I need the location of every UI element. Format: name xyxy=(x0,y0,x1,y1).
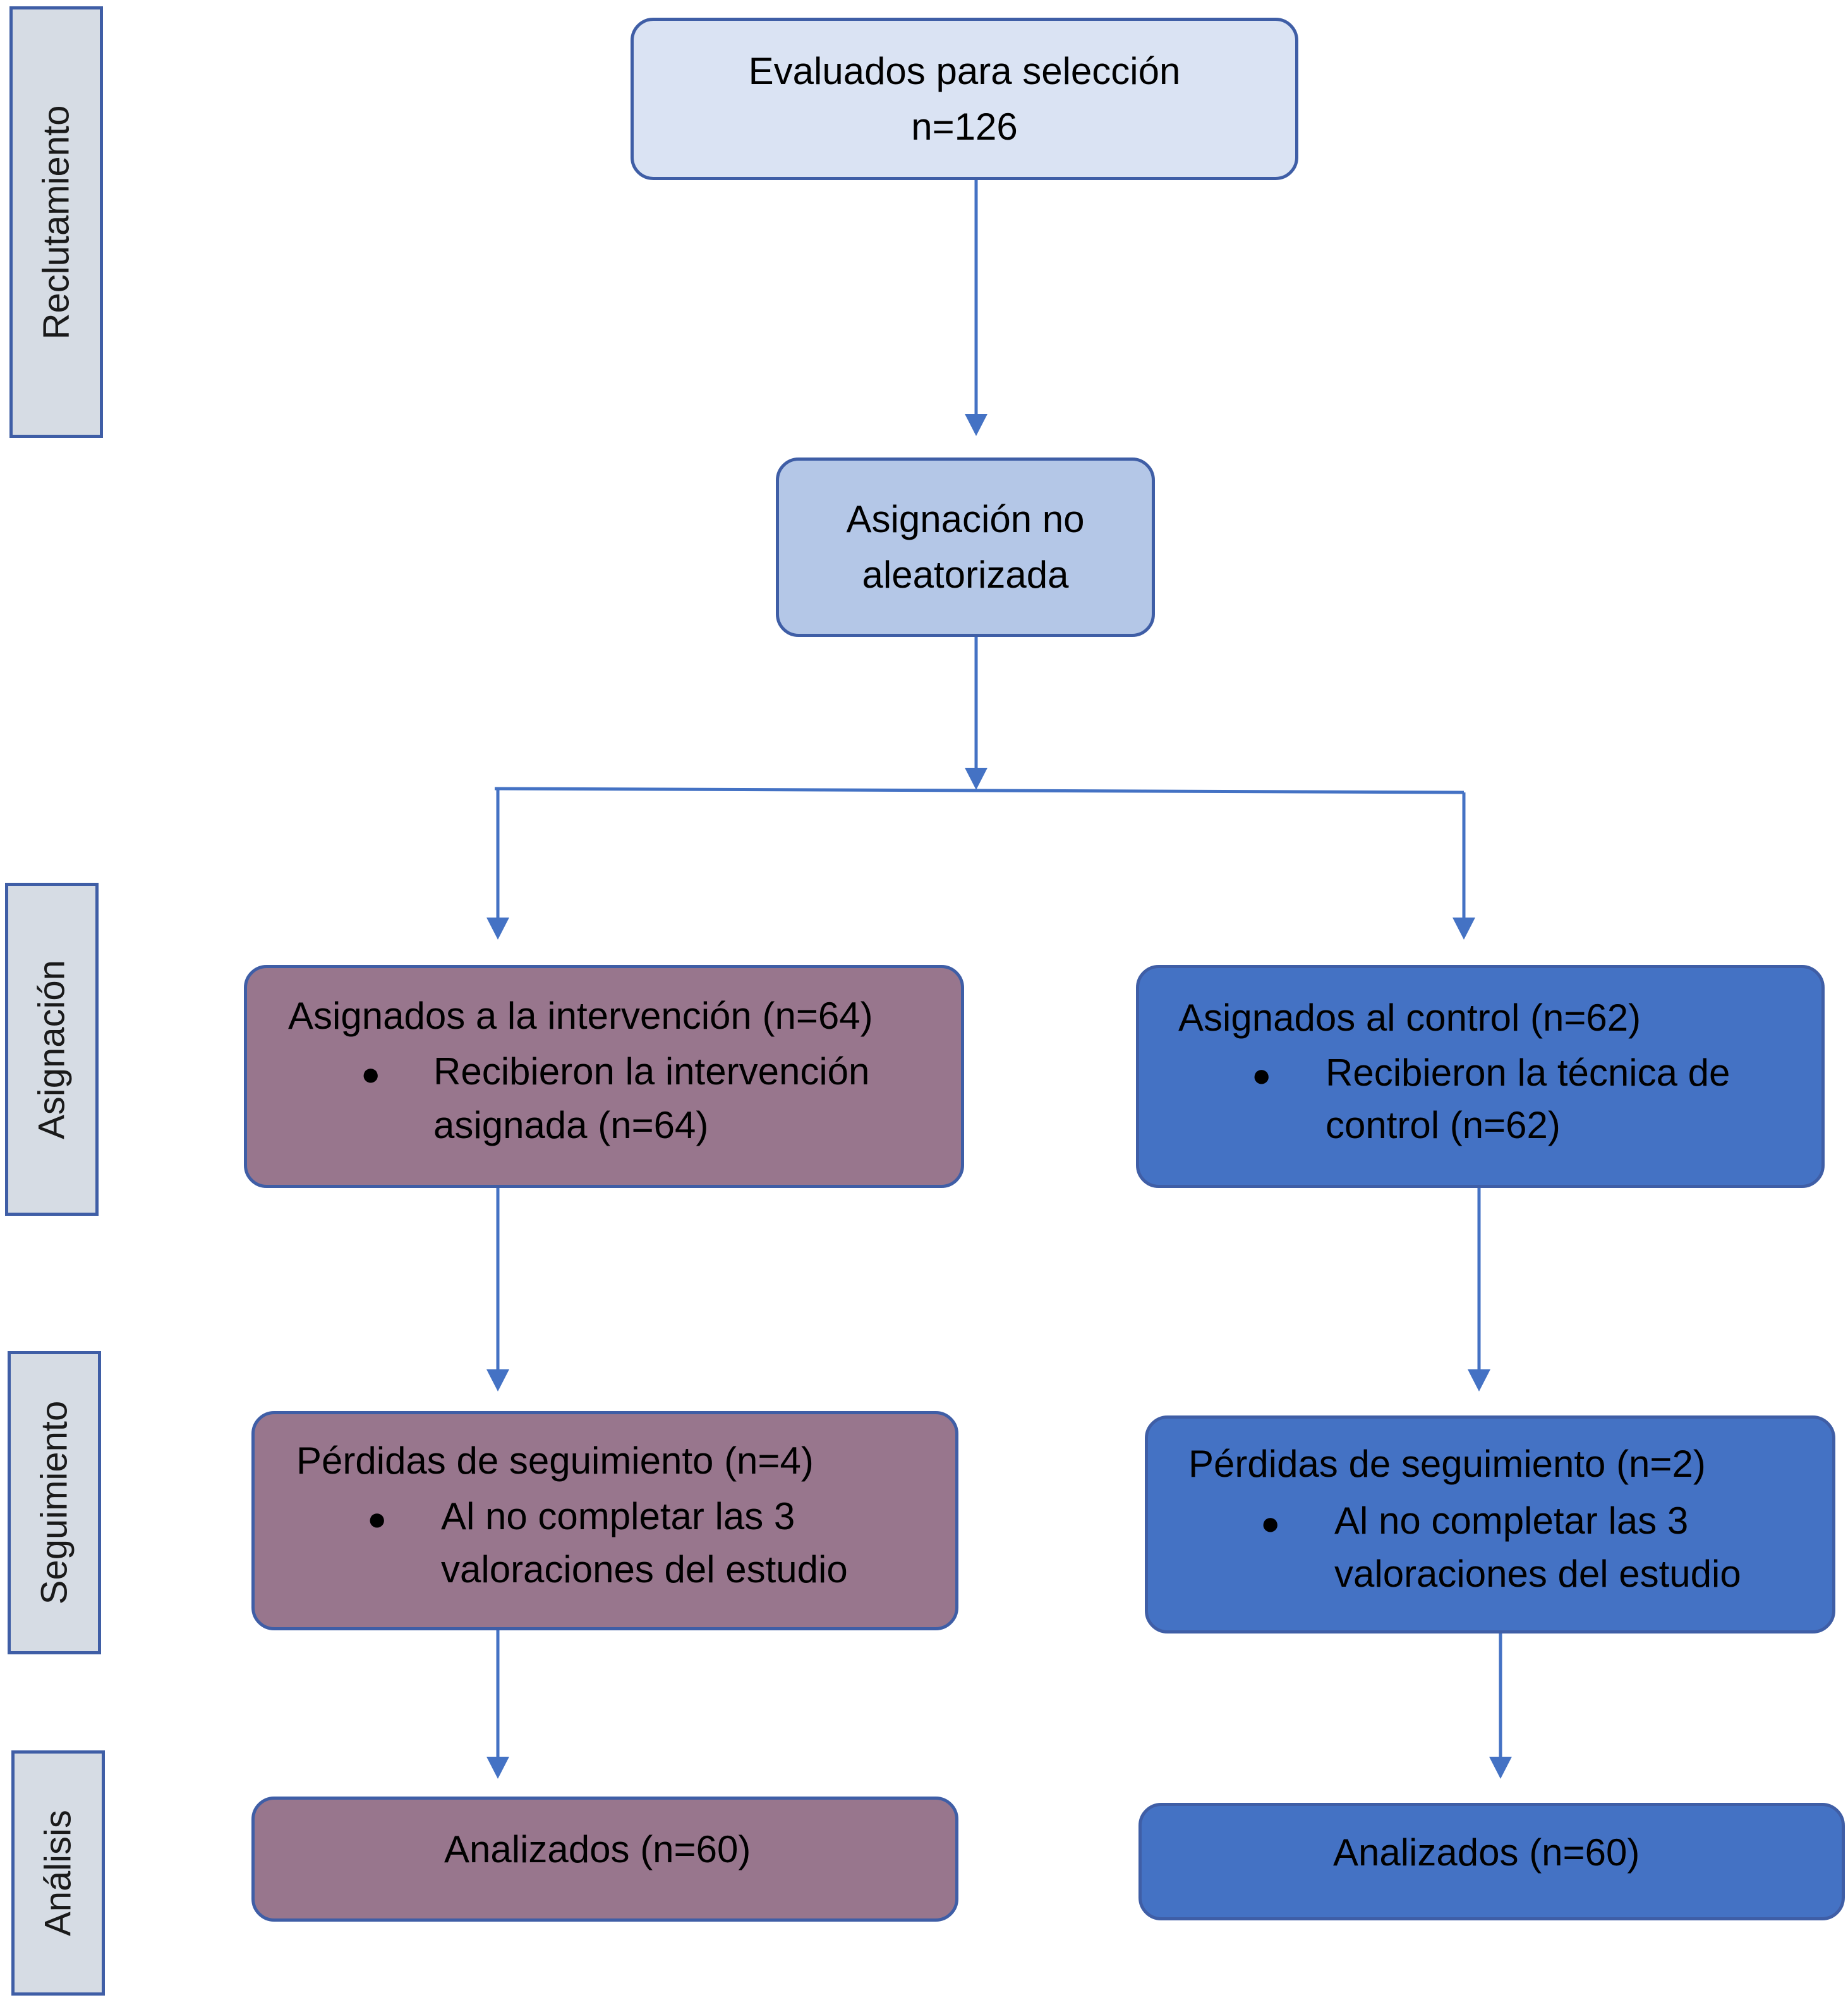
arrowhead-2 xyxy=(965,768,987,790)
stage-label-followup: Seguimiento xyxy=(8,1351,101,1654)
loss-intervention-bullet-line2: valoraciones del estudio xyxy=(441,1548,848,1591)
arrowhead-4 xyxy=(1452,918,1475,940)
intervention-assigned-box: Asignados a la intervención (n=64) ● Rec… xyxy=(244,965,964,1188)
analyzed-control-box: Analizados (n=60) xyxy=(1138,1803,1845,1920)
analyzed-intervention-box: Analizados (n=60) xyxy=(251,1797,958,1922)
loss-intervention-title: Pérdidas de seguimiento (n=4) xyxy=(296,1439,814,1482)
loss-control-bullet-line2: valoraciones del estudio xyxy=(1334,1553,1741,1595)
arrowhead-8 xyxy=(1489,1757,1512,1779)
arrowhead-1 xyxy=(965,414,987,436)
bullet-dot: ● xyxy=(1260,1505,1281,1542)
arrowhead-6 xyxy=(1468,1369,1490,1391)
intervention-title: Asignados a la intervención (n=64) xyxy=(288,995,873,1037)
stage-label-analysis: Análisis xyxy=(11,1750,105,1996)
stage-label-recruitment: Reclutamiento xyxy=(9,6,103,438)
loss-intervention-bullet-line1: Al no completar las 3 xyxy=(441,1495,795,1537)
control-bullet-line1: Recibieron la técnica de xyxy=(1326,1052,1730,1094)
control-assigned-box: Asignados al control (n=62) ● Recibieron… xyxy=(1136,965,1825,1188)
bullet-dot: ● xyxy=(361,1056,381,1093)
bullet-dot: ● xyxy=(367,1501,387,1537)
control-title: Asignados al control (n=62) xyxy=(1178,997,1641,1039)
stage-label-assignment: Asignación xyxy=(5,883,99,1216)
screening-count: n=126 xyxy=(911,105,1018,148)
screening-line1: Evaluados para selección xyxy=(748,49,1181,92)
split-horizontal-line xyxy=(494,787,1465,794)
screening-box: Evaluados para selección n=126 xyxy=(631,18,1298,180)
control-bullet-line2: control (n=62) xyxy=(1326,1104,1561,1146)
analyzed-control-text: Analizados (n=60) xyxy=(1333,1831,1640,1874)
allocation-box: Asignación no aleatorizada xyxy=(776,458,1155,637)
arrowhead-7 xyxy=(486,1757,509,1779)
bullet-dot: ● xyxy=(1252,1057,1272,1094)
loss-intervention-box: Pérdidas de seguimiento (n=4) ● Al no co… xyxy=(251,1411,958,1630)
allocation-line2: aleatorizada xyxy=(862,554,1069,596)
allocation-line1: Asignación no xyxy=(846,498,1085,540)
arrowhead-5 xyxy=(486,1369,509,1391)
intervention-bullet-line1: Recibieron la intervención xyxy=(433,1050,870,1093)
analyzed-intervention-text: Analizados (n=60) xyxy=(444,1828,751,1870)
loss-control-title: Pérdidas de seguimiento (n=2) xyxy=(1188,1443,1706,1485)
intervention-bullet-line2: asignada (n=64) xyxy=(433,1104,709,1146)
loss-control-bullet-line1: Al no completar las 3 xyxy=(1334,1500,1689,1542)
arrowhead-3 xyxy=(486,918,509,940)
loss-control-box: Pérdidas de seguimiento (n=2) ● Al no co… xyxy=(1145,1415,1835,1633)
